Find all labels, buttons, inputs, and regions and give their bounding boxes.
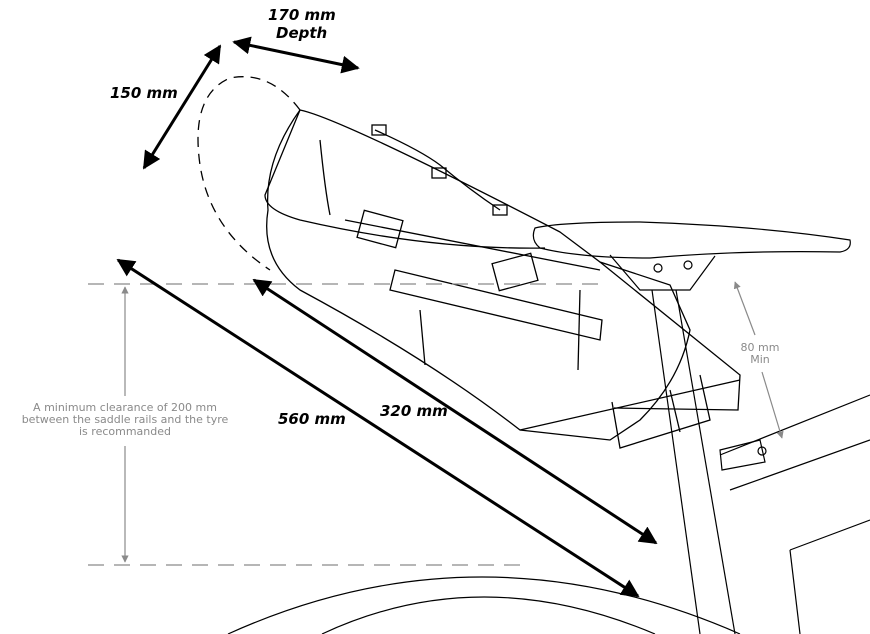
depth-value-label: 170 mm — [268, 6, 336, 24]
height-value-label: 150 mm — [110, 84, 178, 102]
seatpost-note-line1: 80 mm — [740, 341, 780, 354]
depth-arrow — [232, 36, 360, 74]
total-length-label: 560 mm — [278, 410, 346, 428]
clearance-note-line2: between the saddle rails and the tyre — [21, 413, 229, 426]
bag-length-arrow — [252, 278, 658, 545]
depth-label: Depth — [276, 24, 328, 42]
wheel-tyre — [227, 576, 741, 634]
expanded-outline — [197, 76, 301, 271]
clearance-note: A minimum clearance of 200 mm between th… — [0, 402, 250, 438]
seatpost-note-line2: Min — [750, 353, 770, 366]
saddle — [532, 221, 851, 291]
height-arrow — [142, 44, 222, 170]
dimension-arrows — [116, 36, 658, 598]
seatpost-note: 80 mm Min — [730, 342, 790, 366]
saddle-bag — [264, 109, 741, 449]
clearance-note-line1: A minimum clearance of 200 mm — [33, 401, 217, 414]
clearance-note-line3: is recommanded — [79, 425, 171, 438]
bag-length-label: 320 mm — [380, 402, 448, 420]
